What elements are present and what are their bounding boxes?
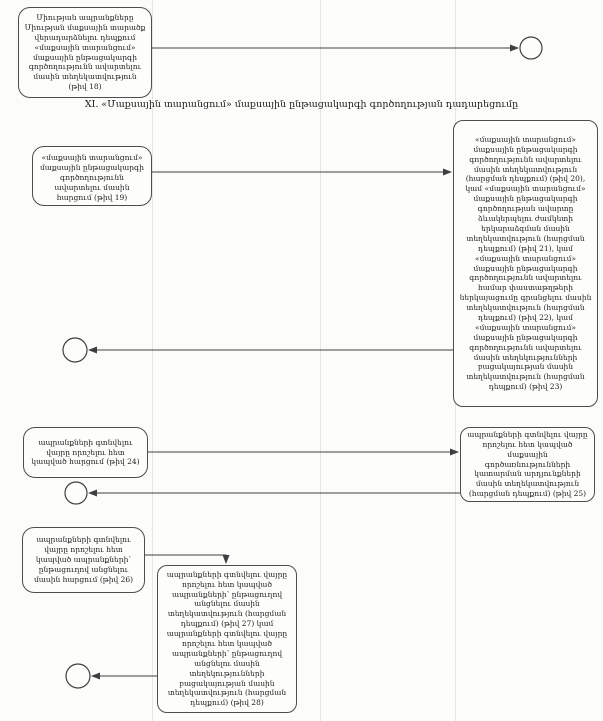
node-info-27-28: ապրանքների գտնվելու վայրը որոշելու հետ կ… [157,565,297,713]
node-request-26-label: ապրանքների գտնվելու վայրը որոշելու հետ կ… [33,535,134,584]
connector-request26-to-info27 [145,554,230,564]
end-event-circle-3 [64,481,88,505]
node-request-19-label: «մաքսային տարանցում» մաքսային ընթացակարգ… [39,153,145,202]
node-info-25-label: ապրանքների գտնվելու վայրը որոշելու հետ կ… [467,429,588,499]
node-info-25: ապրանքների գտնվելու վայրը որոշելու հետ կ… [460,427,595,502]
node-request-24-label: ապրանքների գտնվելու վայրը որոշելու հետ կ… [31,437,140,467]
node-info-18-label: Միության ապրանքները Միության մաքսային տա… [24,12,146,92]
node-request-26: ապրանքների գտնվելու վայրը որոշելու հետ կ… [22,527,145,593]
node-info-27-28-label: ապրանքների գտնվելու վայրը որոշելու հետ կ… [166,569,288,708]
node-info-20-23: «մաքսային տարանցում» մաքսային ընթացակարգ… [453,120,598,407]
end-event-circle-2 [62,337,88,363]
node-request-24: ապրանքների գտնվելու վայրը որոշելու հետ կ… [23,427,148,478]
section-title: XI. «Մաքսային տարանցում» մաքսային ընթացա… [84,99,519,110]
node-info-18: Միության ապրանքները Միության մաքսային տա… [18,7,152,98]
node-request-19: «մաքսային տարանցում» մաքսային ընթացակարգ… [32,146,152,206]
end-event-circle-1 [519,36,543,60]
node-info-20-23-label: «մաքսային տարանցում» մաքսային ընթացակարգ… [459,134,592,392]
end-event-circle-4 [65,663,91,689]
